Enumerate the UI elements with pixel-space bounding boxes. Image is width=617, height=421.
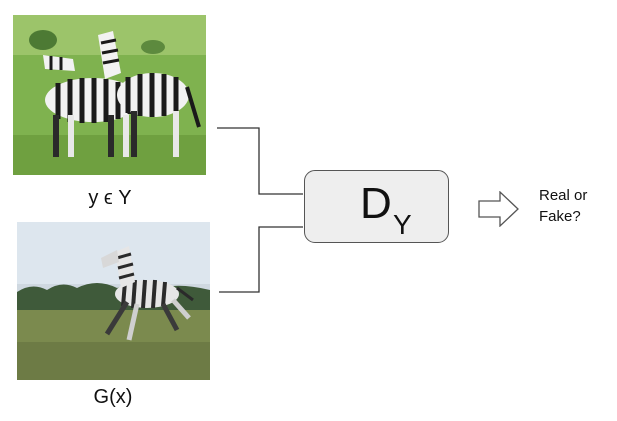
discriminator-box: D Y bbox=[304, 170, 449, 243]
discriminator-subscript: Y bbox=[393, 209, 412, 240]
generated-zebra-image bbox=[17, 222, 210, 380]
discriminator-symbol: D bbox=[360, 179, 392, 228]
generated-image-caption: G(x) bbox=[93, 386, 133, 408]
output-label: Real or Fake? bbox=[539, 185, 587, 227]
output-line-2: Fake? bbox=[539, 208, 581, 225]
connector-generated bbox=[219, 226, 303, 293]
arrow-right-icon bbox=[478, 191, 519, 227]
connector-real bbox=[217, 127, 303, 195]
real-image-caption: y ϵ Y bbox=[88, 187, 132, 209]
real-zebra-image bbox=[13, 15, 206, 175]
output-line-1: Real or bbox=[539, 187, 588, 204]
